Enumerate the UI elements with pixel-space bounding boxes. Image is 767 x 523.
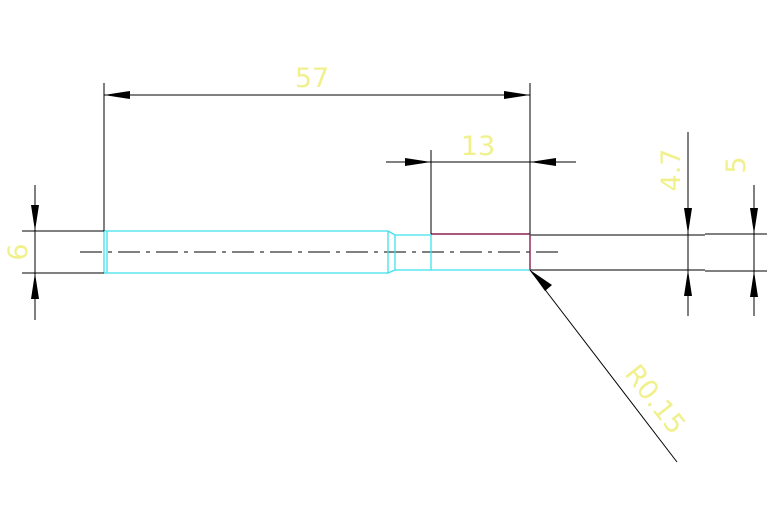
arrowhead-down (750, 208, 758, 234)
dimension-shank-diameter (22, 185, 104, 320)
arrowhead-right (530, 158, 556, 166)
shank-outline (103, 230, 388, 274)
dimension-label-57: 57 (295, 63, 329, 94)
dimension-tip-diameter-b (750, 185, 758, 316)
arrowhead-leader (530, 270, 552, 291)
arrowhead-up (31, 273, 39, 299)
arrowhead-down (684, 208, 692, 234)
arrowhead-left (405, 158, 431, 166)
arrowhead-right (504, 91, 530, 99)
arrowhead-left (104, 91, 130, 99)
dimension-label-4-7: 4.7 (656, 149, 687, 192)
radius-leader (529, 269, 678, 463)
dimension-tip-length (386, 150, 576, 234)
arrowhead-up (684, 270, 692, 296)
part-body (103, 230, 530, 274)
dimension-label-5: 5 (721, 156, 752, 173)
dimension-tip-diameter-a (684, 132, 692, 316)
dimension-label-6: 6 (3, 243, 34, 260)
arrowhead-up (750, 271, 758, 297)
dimension-label-13: 13 (461, 131, 495, 162)
arrowhead-down (31, 205, 39, 231)
